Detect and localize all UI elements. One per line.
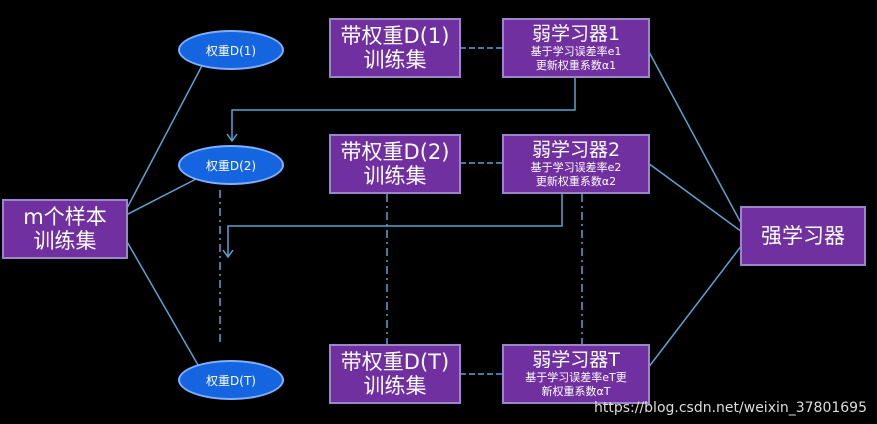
weak-learner-title: 弱学习器T (532, 349, 620, 371)
weak-learner-line2: 新权重系数αT (541, 385, 611, 398)
weak-learner-line2: 更新权重系数α2 (535, 175, 617, 188)
weight-label: 权重D(T) (206, 373, 256, 388)
feedback-arrow-2 (227, 192, 563, 256)
source-line2: 训练集 (33, 229, 97, 253)
weak-learner-title: 弱学习器2 (531, 139, 621, 161)
train-set-line2: 训练集 (363, 48, 427, 72)
train-set-2: 带权重D(2) 训练集 (329, 134, 461, 194)
watermark: https://blog.csdn.net/weixin_37801695 (593, 400, 867, 416)
train-set-line1: 带权重D(T) (340, 350, 450, 374)
train-set-line1: 带权重D(1) (340, 24, 450, 48)
train-set-line2: 训练集 (363, 374, 427, 398)
feedback-arrow-1-head (226, 133, 238, 143)
feedback-arrow-1 (231, 77, 576, 140)
edge-learner1-strong (647, 49, 743, 226)
edge-learner3-strong (647, 244, 743, 369)
weight-label: 权重D(2) (205, 158, 257, 173)
edge-source-w1 (125, 59, 206, 211)
weak-learner-t: 弱学习器T 基于学习误差率eT更 新权重系数αT (502, 344, 650, 404)
weight-node-t: 权重D(T) (178, 360, 284, 400)
strong-learner-label: 强学习器 (761, 224, 845, 248)
weak-learner-title: 弱学习器1 (531, 23, 621, 45)
weight-node-1: 权重D(1) (178, 30, 284, 70)
weak-learner-2: 弱学习器2 基于学习误差率e2 更新权重系数α2 (502, 134, 650, 194)
train-set-line1: 带权重D(2) (340, 140, 450, 164)
weak-learner-line1: 基于学习误差率e1 (530, 45, 622, 58)
train-set-line2: 训练集 (363, 164, 427, 188)
source-line1: m个样本 (23, 205, 107, 229)
weight-label: 权重D(1) (205, 43, 257, 58)
edge-source-w3 (125, 239, 199, 366)
train-set-t: 带权重D(T) 训练集 (329, 344, 461, 404)
weight-node-2: 权重D(2) (178, 145, 284, 185)
train-set-1: 带权重D(1) 训练集 (329, 18, 461, 78)
weak-learner-line1: 基于学习误差率e2 (530, 161, 622, 174)
strong-learner: 强学习器 (740, 206, 866, 266)
weak-learner-1: 弱学习器1 基于学习误差率e1 更新权重系数α1 (502, 18, 650, 78)
source-node: m个样本 训练集 (2, 199, 128, 259)
feedback-arrow-2-head (222, 249, 234, 259)
weak-learner-line2: 更新权重系数α1 (535, 59, 617, 72)
weak-learner-line1: 基于学习误差率eT更 (525, 371, 627, 384)
edge-learner2-strong (647, 162, 743, 233)
edge-source-w2 (125, 177, 199, 216)
